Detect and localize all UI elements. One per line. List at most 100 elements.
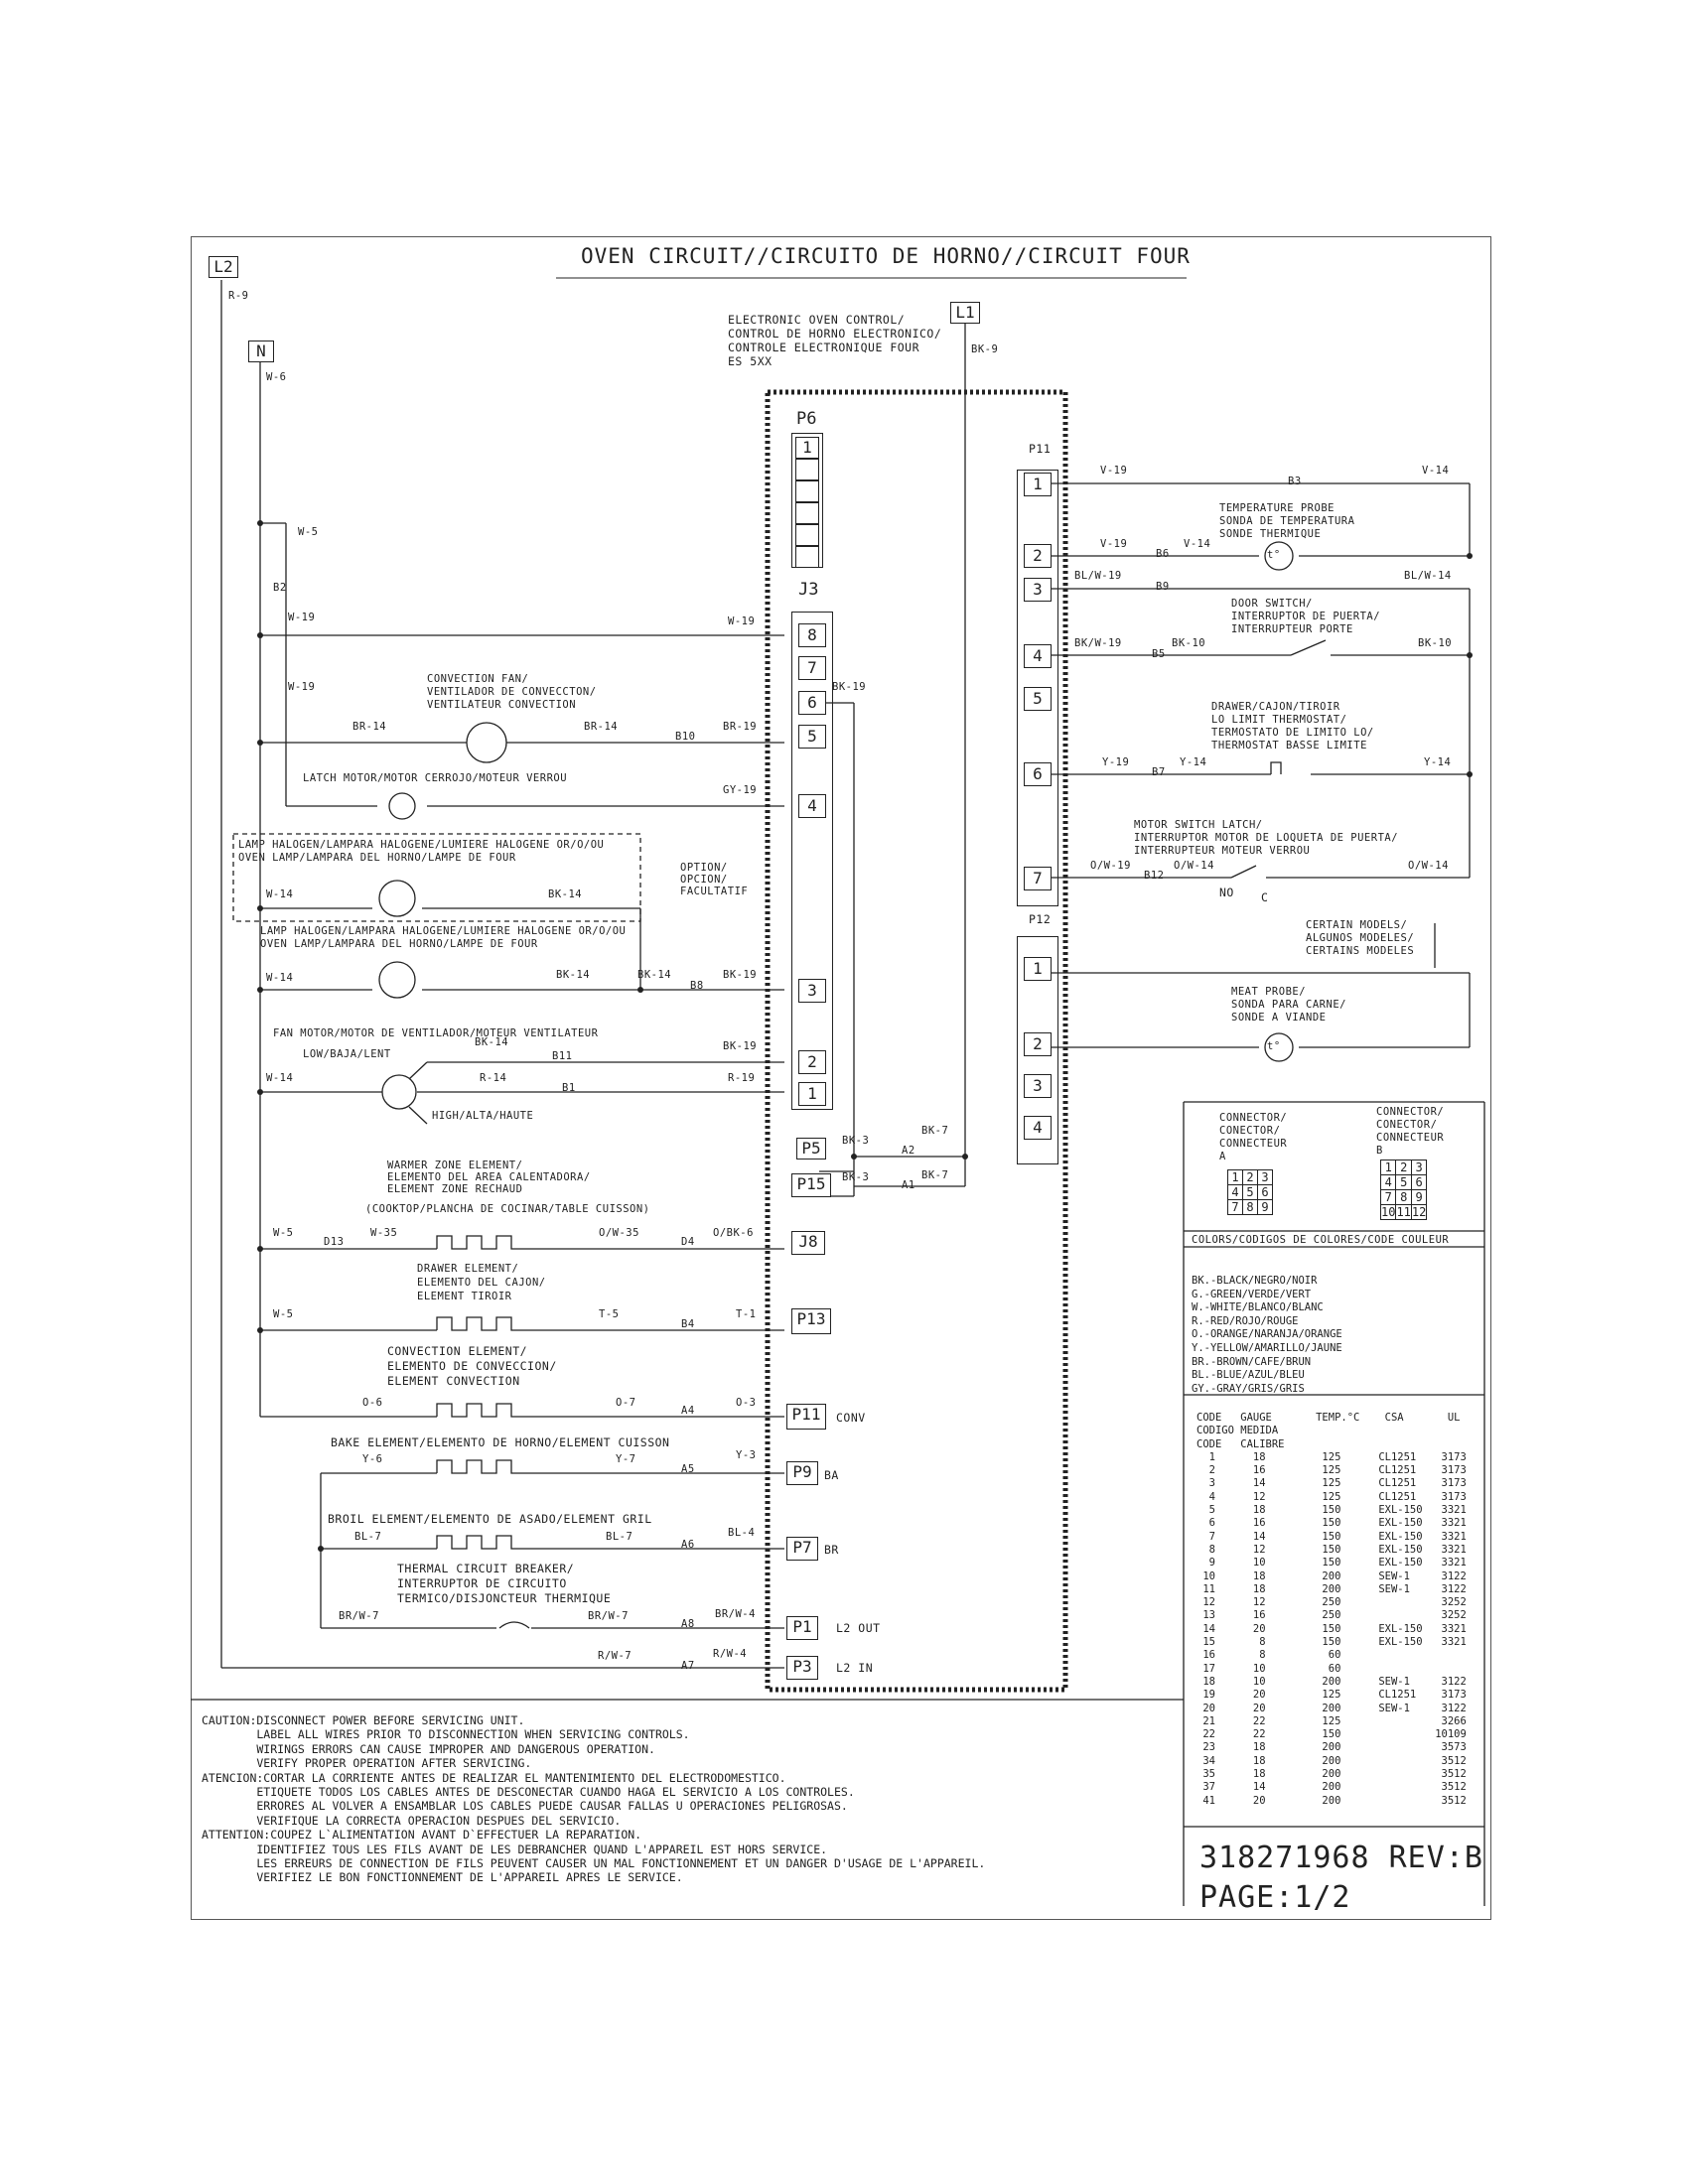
grid-cell: 10 [1379,1204,1397,1220]
connector-p11-conv: P11 [786,1404,826,1430]
motor-latch-label-1: MOTOR SWITCH LATCH/ [1134,819,1263,831]
p6-pin [795,524,819,546]
wire-label: O/W-14 [1174,860,1214,872]
diagram-title: OVEN CIRCUIT//CIRCUITO DE HORNO//CIRCUIT… [581,244,1191,268]
p6-pin: 1 [795,437,819,459]
header-p11: P11 [1029,442,1052,456]
drawer-thermo-label-2: LO LIMIT THERMOSTAT/ [1211,714,1347,726]
wire-label: B7 [1152,766,1166,778]
wire-label: BR-19 [723,721,758,733]
caution-notes: CAUTION:DISCONNECT POWER BEFORE SERVICIN… [202,1713,986,1885]
wire-label: B12 [1144,870,1165,882]
wire-label: BR/W-4 [715,1608,756,1620]
grid-cell: 12 [1410,1204,1428,1220]
ba-tag: BA [824,1468,839,1482]
grid-cell: 6 [1410,1174,1428,1190]
j3-pin: 6 [798,691,826,715]
control-label-2: CONTROL DE HORNO ELECTRONICO/ [728,327,942,341]
wire-label: V-19 [1100,538,1128,550]
breaker-label-3: TERMICO/DISJONCTEUR THERMIQUE [397,1591,612,1605]
drawer-label-1: DRAWER ELEMENT/ [417,1263,519,1275]
wire-label: O-7 [616,1397,636,1409]
wire-label: V-14 [1184,538,1211,550]
wire-label: B2 [273,582,287,594]
wire-label: V-14 [1422,465,1450,477]
wire-label: BR-14 [584,721,619,733]
wire-label: BK-19 [723,1040,758,1052]
wire-label: BL/W-19 [1074,570,1122,582]
wire-label: BK/W-19 [1074,637,1122,649]
page-number: PAGE:1/2 [1199,1880,1351,1915]
grid-cell: 8 [1395,1189,1412,1205]
wire-label: BL-7 [606,1531,633,1543]
wire-label: R-19 [728,1072,756,1084]
wire-label: W-19 [728,615,756,627]
wire-label: B10 [675,731,696,743]
wire-label: BR-14 [352,721,387,733]
grid-cell: 4 [1379,1174,1397,1190]
wire-label: R-9 [228,290,249,302]
conn-a-label-3: CONNECTEUR [1219,1138,1288,1150]
wire-label: BR/W-7 [339,1610,379,1622]
wire-label: BK-14 [556,969,591,981]
wire-label: B4 [681,1318,695,1330]
p12-pin: 3 [1024,1074,1052,1098]
wire-label: BK-19 [723,969,758,981]
j3-pin: 1 [798,1082,826,1106]
grid-cell: 3 [1257,1169,1273,1185]
wire-label: BK-14 [637,969,672,981]
wire-label: O/W-14 [1408,860,1449,872]
wire-label: W-19 [288,681,316,693]
header-p6: P6 [796,409,817,429]
temp-probe-label-1: TEMPERATURE PROBE [1219,502,1335,514]
option-label-3: FACULTATIF [680,886,749,897]
certain-label-3: CERTAINS MODELES [1306,945,1415,957]
lamp1-label-1: LAMP HALOGEN/LAMPARA HALOGENE/LUMIERE HA… [238,839,605,851]
wire-label: T-1 [736,1308,757,1320]
drawer-thermo-label-3: TERMOSTATO DE LIMITO LO/ [1211,727,1374,739]
grid-cell: 3 [1410,1160,1428,1175]
wire-label: B6 [1156,548,1170,560]
breaker-label-2: INTERRUPTOR DE CIRCUITO [397,1576,567,1590]
colors-title: COLORS/CODIGOS DE COLORES/CODE COULEUR [1192,1234,1450,1246]
warmer-label-1: WARMER ZONE ELEMENT/ [387,1160,523,1171]
grid-cell: 2 [1242,1169,1258,1185]
wire-label: BL-4 [728,1527,756,1539]
option-label-2: OPCION/ [680,874,728,886]
wire-label: W-14 [266,888,294,900]
door-switch-label-1: DOOR SWITCH/ [1231,598,1313,610]
motor-latch-label-2: INTERRUPTOR MOTOR DE LOQUETA DE PUERTA/ [1134,832,1399,844]
conn-b-label-1: CONNECTOR/ [1376,1106,1445,1118]
wire-label: O/BK-6 [713,1227,754,1239]
wire-label: GY-19 [723,784,758,796]
connector-p5: P5 [796,1138,826,1160]
j3-pin: 5 [798,725,826,749]
l2-out-tag: L2 OUT [836,1621,881,1635]
fan-motor-label: FAN MOTOR/MOTOR DE VENTILADOR/MOTEUR VEN… [273,1027,599,1039]
j3-pin: 8 [798,623,826,647]
wire-label: BK-3 [842,1135,870,1147]
p12-pin: 2 [1024,1032,1052,1056]
low-label: LOW/BAJA/LENT [303,1048,391,1060]
meat-probe-label-2: SONDA PARA CARNE/ [1231,999,1346,1011]
p11-pin: 3 [1024,578,1052,602]
option-label-1: OPTION/ [680,862,728,874]
wire-label: Y-3 [736,1449,757,1461]
warmer-label-2: ELEMENTO DEL AREA CALENTADORA/ [387,1171,591,1183]
wire-label: W-5 [273,1308,294,1320]
grid-cell: 5 [1242,1184,1258,1200]
wire-label: Y-14 [1424,756,1452,768]
wire-label: W-35 [370,1227,398,1239]
color-codes: BK.-BLACK/NEGRO/NOIR G.-GREEN/VERDE/VERT… [1192,1275,1342,1395]
wire-label: BK-10 [1172,637,1206,649]
part-number: 318271968 REV:B [1199,1841,1483,1875]
connector-j8: J8 [791,1231,825,1255]
wire-label: Y-6 [362,1453,383,1465]
certain-label-1: CERTAIN MODELS/ [1306,919,1408,931]
j3-connector [791,612,833,1110]
p12-connector [1017,936,1058,1164]
door-switch-label-2: INTERRUPTOR DE PUERTA/ [1231,611,1381,622]
wire-label: BK-9 [971,343,999,355]
lamp2-label-1: LAMP HALOGEN/LAMPARA HALOGENE/LUMIERE HA… [260,925,627,937]
conv-fan-label-3: VENTILATEUR CONVECTION [427,699,577,711]
